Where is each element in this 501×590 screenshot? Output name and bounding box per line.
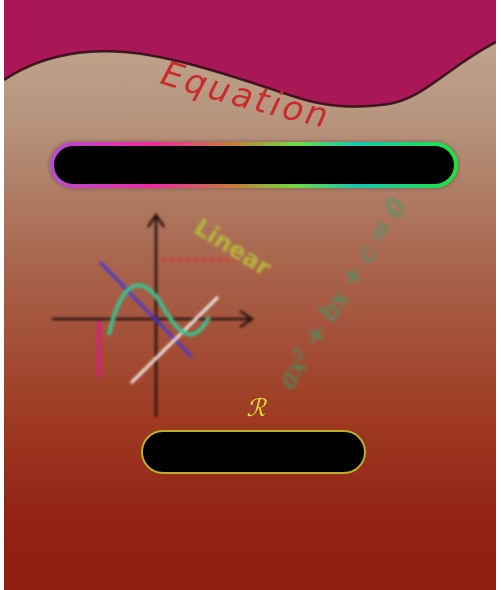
result-output [141, 430, 366, 474]
header-wave-shape [4, 0, 496, 107]
graph-white-line [129, 295, 220, 385]
svg-text:Equation: Equation [156, 53, 334, 137]
graph-sine-curve [107, 283, 211, 337]
header-wave-edge [4, 40, 496, 108]
graph-x-axis-arrow [239, 309, 255, 329]
page-title: Equation [156, 53, 331, 137]
equation-input[interactable] [50, 142, 458, 188]
result-symbol: ℛ [246, 394, 266, 422]
page-title-text: Equation [156, 53, 331, 137]
header-wave [4, 0, 496, 108]
app-screen: Equation Linear ax² + bx + c = 0 ℛ [4, 0, 496, 590]
quadratic-equation-label: ax² + bx + c = 0 [272, 193, 413, 394]
graph-blue-line [98, 260, 194, 359]
graph-illustration [52, 212, 255, 417]
graph-y-axis-arrow [146, 212, 166, 228]
